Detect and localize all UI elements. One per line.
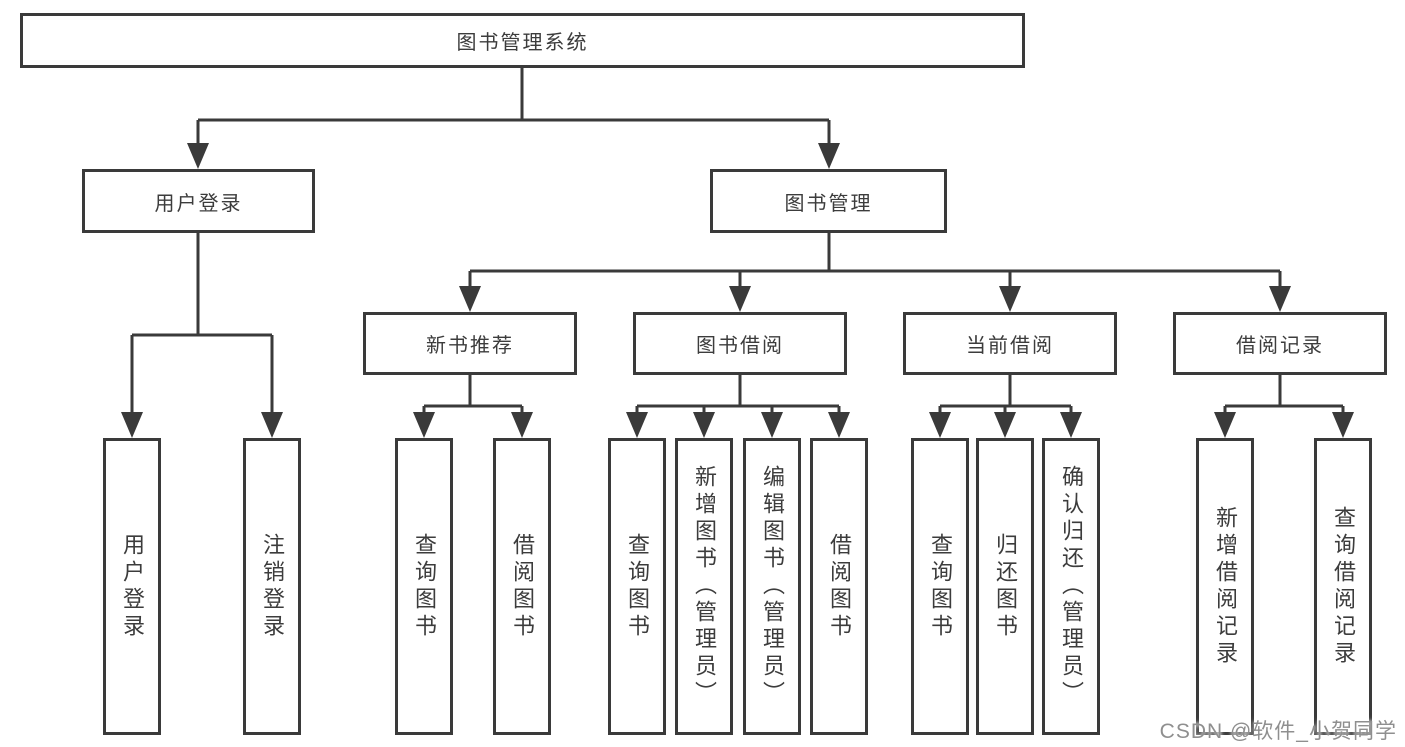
node-user-login: 用户登录 [82,169,315,233]
leaf-query-books-recommend-label: 查询图书 [412,532,437,641]
node-borrow-records: 借阅记录 [1173,312,1387,375]
leaf-user-login-label: 用户登录 [120,532,145,641]
connector-current-borrow-to-leaves [929,375,1082,438]
node-user-login-label: 用户登录 [154,192,243,215]
connector-new-book-recommend-to-leaves [413,375,533,438]
node-root-label: 图书管理系统 [456,32,589,54]
node-new-book-recommend: 新书推荐 [363,312,577,375]
leaf-user-login: 用户登录 [103,438,161,735]
node-book-management-label: 图书管理 [784,192,873,215]
leaf-borrow-books: 借阅图书 [810,438,868,735]
leaf-query-borrow-record: 查询借阅记录 [1314,438,1372,735]
leaf-query-books-recommend: 查询图书 [395,438,453,735]
leaf-query-borrow-record-label: 查询借阅记录 [1331,505,1356,668]
connector-book-management-to-level3 [459,233,1291,312]
node-book-management: 图书管理 [710,169,947,233]
connector-user-login-to-leaves [121,233,283,438]
node-current-borrow: 当前借阅 [903,312,1117,375]
leaf-query-books-borrow-label: 查询图书 [625,532,650,641]
node-new-book-recommend-label: 新书推荐 [426,335,514,357]
leaf-borrow-books-recommend-label: 借阅图书 [510,532,535,641]
leaf-confirm-return-admin-label: 确认归还（管理员） [1059,465,1084,708]
leaf-query-books-borrow: 查询图书 [608,438,666,735]
leaf-edit-book-admin: 编辑图书（管理员） [743,438,801,735]
node-current-borrow-label: 当前借阅 [966,335,1054,357]
leaf-edit-book-admin-label: 编辑图书（管理员） [760,465,785,708]
connector-book-borrow-to-leaves [626,375,850,438]
leaf-add-book-admin-label: 新增图书（管理员） [692,465,717,708]
connector-borrow-records-to-leaves [1214,375,1354,438]
connector-root-to-level2 [187,68,840,169]
node-borrow-records-label: 借阅记录 [1236,335,1324,357]
leaf-borrow-books-label: 借阅图书 [827,532,852,641]
leaf-logout: 注销登录 [243,438,301,735]
leaf-query-books-current: 查询图书 [911,438,969,735]
watermark: CSDN @软件_小贺同学 [1159,720,1397,743]
leaf-add-borrow-record: 新增借阅记录 [1196,438,1254,735]
leaf-add-book-admin: 新增图书（管理员） [675,438,733,735]
leaf-query-books-current-label: 查询图书 [928,532,953,641]
leaf-confirm-return-admin: 确认归还（管理员） [1042,438,1100,735]
leaf-borrow-books-recommend: 借阅图书 [493,438,551,735]
leaf-add-borrow-record-label: 新增借阅记录 [1213,505,1238,668]
node-book-borrow-label: 图书借阅 [696,335,784,357]
leaf-logout-label: 注销登录 [260,532,285,641]
node-book-borrow: 图书借阅 [633,312,847,375]
leaf-return-books-label: 归还图书 [993,532,1018,641]
leaf-return-books: 归还图书 [976,438,1034,735]
node-root: 图书管理系统 [20,13,1025,68]
